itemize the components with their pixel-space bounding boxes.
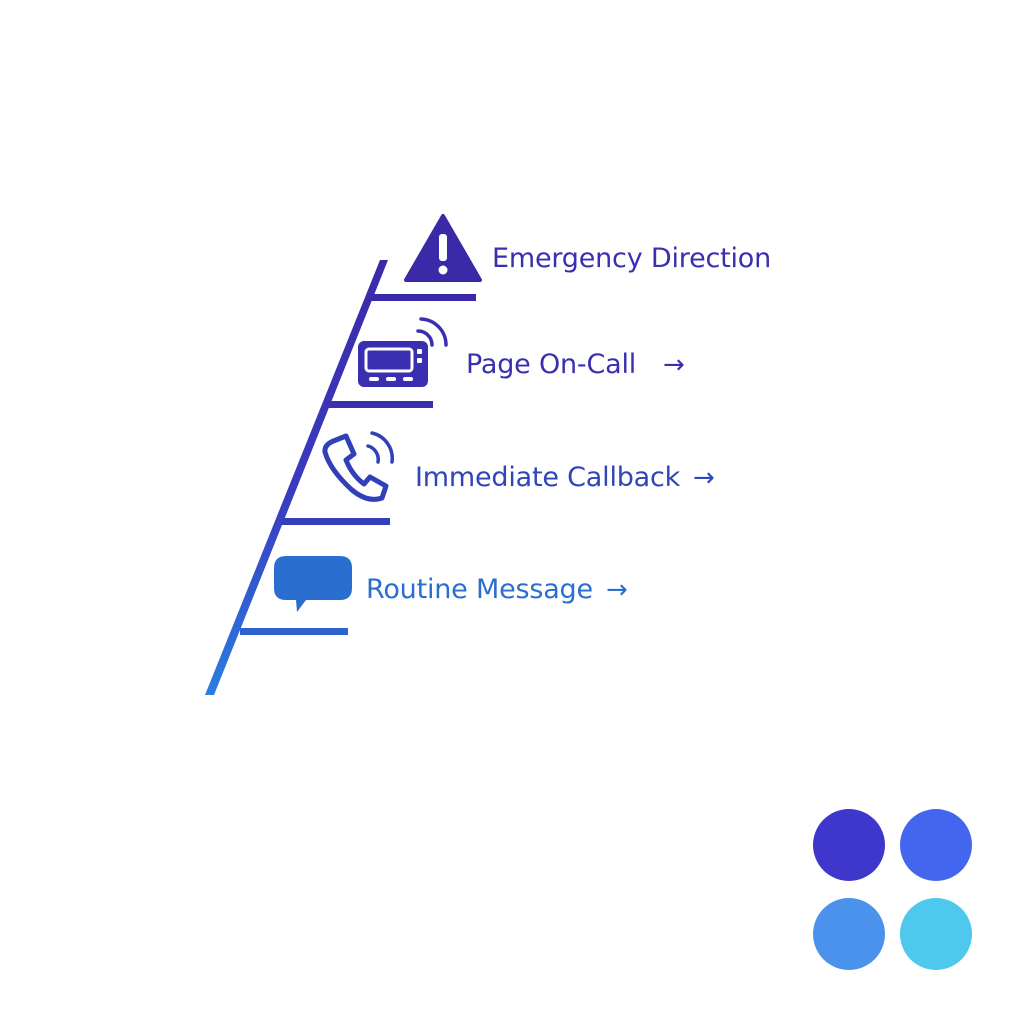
swatch-light-blue [813, 898, 885, 970]
step-label-page-on-call: Page On-Call [466, 349, 636, 380]
step-label-immediate-callback: Immediate Callback [415, 462, 681, 493]
ladder-rung [240, 628, 348, 635]
swatch-blue [900, 809, 972, 881]
ladder-rung [282, 518, 390, 525]
ladder-rail [205, 260, 388, 695]
step-arrow-immediate-callback: → [693, 463, 715, 493]
step-label-emergency-direction: Emergency Direction [492, 243, 771, 274]
swatch-indigo [813, 809, 885, 881]
swatch-cyan [900, 898, 972, 970]
chat-bubble-icon [274, 556, 352, 612]
warning-triangle-icon [404, 214, 482, 282]
step-arrow-routine-message: → [606, 575, 628, 605]
phone-ringing-icon [322, 431, 395, 502]
ladder-rung [325, 401, 433, 408]
ladder-rung [368, 294, 476, 301]
color-palette [813, 809, 972, 970]
pager-icon [358, 317, 448, 387]
step-arrow-page-on-call: → [663, 350, 685, 380]
step-label-routine-message: Routine Message [366, 574, 593, 605]
